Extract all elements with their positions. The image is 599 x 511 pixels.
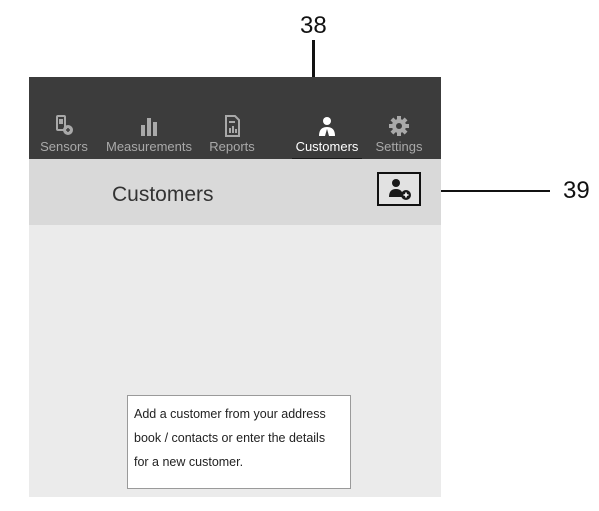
callout-line-38	[312, 40, 315, 108]
tab-sensors[interactable]: Sensors	[39, 115, 89, 155]
gear-icon	[389, 116, 409, 136]
tab-measurements[interactable]: Measurements	[105, 115, 193, 155]
tab-label: Measurements	[106, 139, 192, 154]
page-title: Customers	[112, 183, 214, 206]
callout-number-39: 39	[563, 177, 590, 204]
tab-bar: Sensors Measurements Reports	[29, 77, 441, 160]
tab-label: Reports	[209, 139, 255, 154]
app-screen: Sensors Measurements Reports	[29, 77, 441, 497]
callout-line-39	[421, 190, 550, 192]
customer-icon	[319, 117, 335, 136]
add-customer-icon	[389, 179, 411, 200]
report-icon	[225, 115, 240, 137]
add-customer-button[interactable]	[377, 172, 421, 206]
tab-reports[interactable]: Reports	[207, 115, 257, 155]
message-line: Add a customer from your address	[134, 407, 326, 421]
sensor-icon	[56, 115, 73, 135]
tab-customers[interactable]: Customers	[292, 115, 362, 160]
bar-chart-icon	[141, 118, 157, 136]
message-line: book / contacts or enter the details	[134, 431, 326, 445]
tab-settings[interactable]: Settings	[372, 115, 426, 155]
page-header: Customers	[29, 159, 441, 225]
empty-state-message: Add a customer from your address book / …	[127, 395, 351, 489]
tab-label: Sensors	[40, 139, 88, 154]
callout-number-38: 38	[300, 12, 327, 39]
message-line: for a new customer.	[134, 455, 244, 469]
tab-label: Customers	[295, 139, 359, 154]
tab-label: Settings	[375, 139, 423, 154]
